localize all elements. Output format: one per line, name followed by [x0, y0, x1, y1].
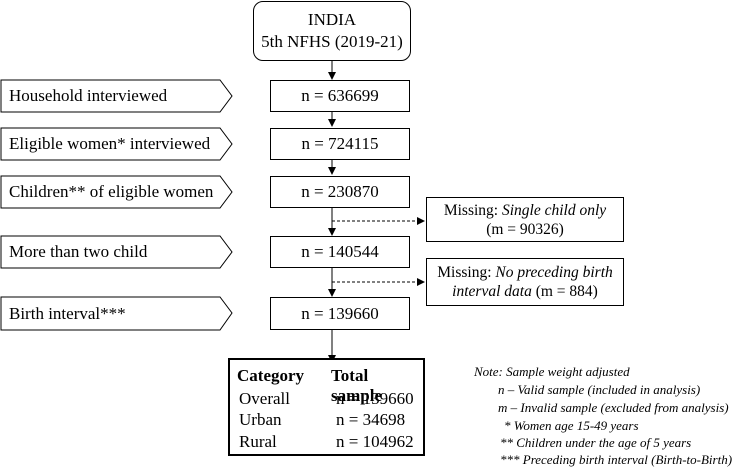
note-heading: Note: Sample weight adjusted: [474, 364, 630, 379]
stage-value-box-5: n = 139660: [270, 297, 410, 330]
stage-value-box-3: n = 230870: [270, 176, 410, 208]
table-header-total: Total sample: [331, 366, 382, 405]
missing-box-1: Missing: Single child only (m = 90326): [426, 197, 624, 242]
stage-value-4: n = 140544: [301, 242, 379, 261]
stage-value-box-1: n = 636699: [270, 80, 410, 112]
stage-value-box-4: n = 140544: [270, 236, 410, 268]
stage-value-1: n = 636699: [301, 86, 379, 105]
stage-tag-1: Household interviewed: [0, 80, 232, 112]
table-row-overall-value: n = 139660: [336, 389, 414, 408]
table-row-urban-value: n = 34698: [336, 410, 406, 429]
stage-tag-2: Eligible women* interviewed: [0, 128, 232, 160]
table-row-rural-value: n = 104962: [336, 432, 414, 451]
note-children-age: ** Children under the age of 5 years: [500, 435, 692, 450]
note-n-definition: n – Valid sample (included in analysis): [498, 382, 701, 397]
missing-1-count: (m = 90326): [486, 220, 564, 238]
missing-2-prefix: Missing:: [437, 264, 496, 281]
stage-tag-1-shape: [0, 79, 233, 113]
missing-2-count: (m = 884): [531, 283, 598, 300]
stage-label-1: Household interviewed: [9, 86, 168, 105]
summary-table: Category Total sample Overall n = 139660…: [228, 358, 425, 456]
stage-value-5: n = 139660: [301, 303, 379, 323]
stage-value-2: n = 724115: [301, 134, 379, 153]
missing-2-reason: No preceding birth: [495, 264, 613, 281]
table-row-overall-category: Overall: [239, 389, 290, 408]
note-women-age: * Women age 15-49 years: [504, 418, 639, 433]
stage-value-3: n = 230870: [301, 182, 379, 201]
stage-tag-4: More than two child: [0, 236, 232, 268]
table-row-urban-category: Urban: [239, 410, 282, 429]
stage-tag-4-shape: [0, 235, 233, 269]
stage-value-box-2: n = 724115: [270, 128, 410, 160]
stage-tag-2-shape: [0, 127, 233, 161]
note-birth-interval: *** Preceding birth interval (Birth-to-B…: [500, 452, 732, 467]
stage-label-2: Eligible women* interviewed: [9, 134, 211, 153]
missing-2-line-1: Missing: No preceding birth: [437, 263, 613, 282]
title-line-1: INDIA: [307, 10, 357, 29]
title-box: INDIA 5th NFHS (2019-21): [253, 1, 411, 61]
missing-1-prefix: Missing:: [443, 201, 502, 219]
stage-tag-3-shape: [0, 175, 233, 209]
stage-tag-3: Children** of eligible women: [0, 176, 232, 208]
stage-label-5: Birth interval***: [9, 303, 126, 323]
note-m-definition: m – Invalid sample (excluded from analys…: [498, 400, 729, 415]
missing-box-2: Missing: No preceding birth interval dat…: [426, 258, 624, 306]
table-row-rural-category: Rural: [239, 432, 277, 451]
title-line-2: 5th NFHS (2019-21): [261, 32, 403, 51]
stage-label-4: More than two child: [9, 242, 148, 261]
missing-1-line-1: Missing: Single child only: [444, 201, 606, 220]
missing-2-reason-2: interval data: [452, 283, 532, 300]
stage-tag-5: Birth interval***: [0, 297, 232, 330]
stage-label-3: Children** of eligible women: [9, 182, 214, 201]
table-header-category: Category: [237, 366, 305, 385]
stage-tag-5-shape: [0, 296, 233, 331]
missing-1-reason: Single child only: [501, 201, 607, 219]
missing-2-line-2: interval data (m = 884): [452, 282, 598, 301]
